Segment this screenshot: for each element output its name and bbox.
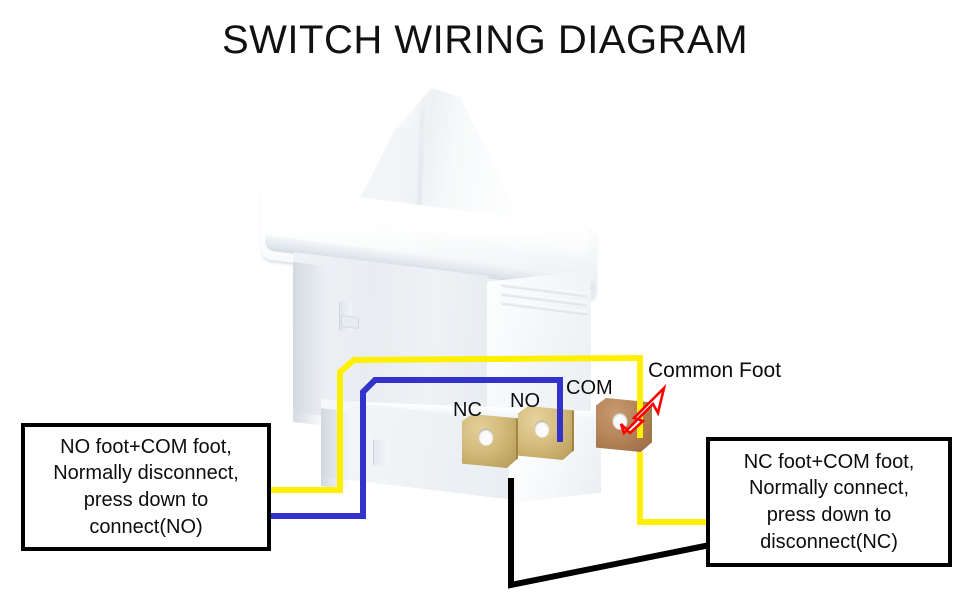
callout-left-line-1: NO foot+COM foot, bbox=[60, 435, 232, 458]
callout-left-line-2: Normally disconnect, bbox=[53, 462, 239, 485]
terminal-com-hole bbox=[610, 411, 629, 431]
common-foot-label: Common Foot bbox=[648, 359, 782, 382]
terminal-no-hole bbox=[532, 419, 551, 439]
terminal-label-nc: NC bbox=[453, 399, 482, 421]
terminal-nc bbox=[462, 414, 518, 468]
rocker-switch-illustration bbox=[255, 88, 603, 504]
terminal-com bbox=[596, 398, 652, 452]
switch-base-notch bbox=[373, 439, 388, 467]
callout-left-line-4: connect(NO) bbox=[89, 515, 203, 538]
wire-yellow-right bbox=[637, 452, 710, 525]
callout-right-line-1: NC foot+COM foot, bbox=[743, 450, 915, 473]
terminal-no bbox=[518, 406, 574, 460]
callout-right-line-4: disconnect(NC) bbox=[760, 530, 898, 553]
terminal-com-edge bbox=[650, 400, 652, 450]
callout-left-line-3: press down to bbox=[83, 489, 209, 511]
switch-mounting-clip-detail bbox=[341, 314, 359, 330]
page-title: SWITCH WIRING DIAGRAM bbox=[221, 18, 749, 62]
callout-right-line-3: press down to bbox=[766, 504, 892, 526]
terminal-label-com: COM bbox=[566, 377, 613, 399]
terminal-label-no: NO bbox=[510, 390, 540, 412]
callout-box-no: NO foot+COM foot, Normally disconnect, p… bbox=[21, 423, 271, 551]
terminal-nc-hole bbox=[476, 427, 495, 447]
callout-right-line-2: Normally connect, bbox=[748, 477, 910, 500]
callout-box-nc: NC foot+COM foot, Normally connect, pres… bbox=[706, 437, 952, 567]
switch-base-shadow bbox=[321, 408, 351, 490]
